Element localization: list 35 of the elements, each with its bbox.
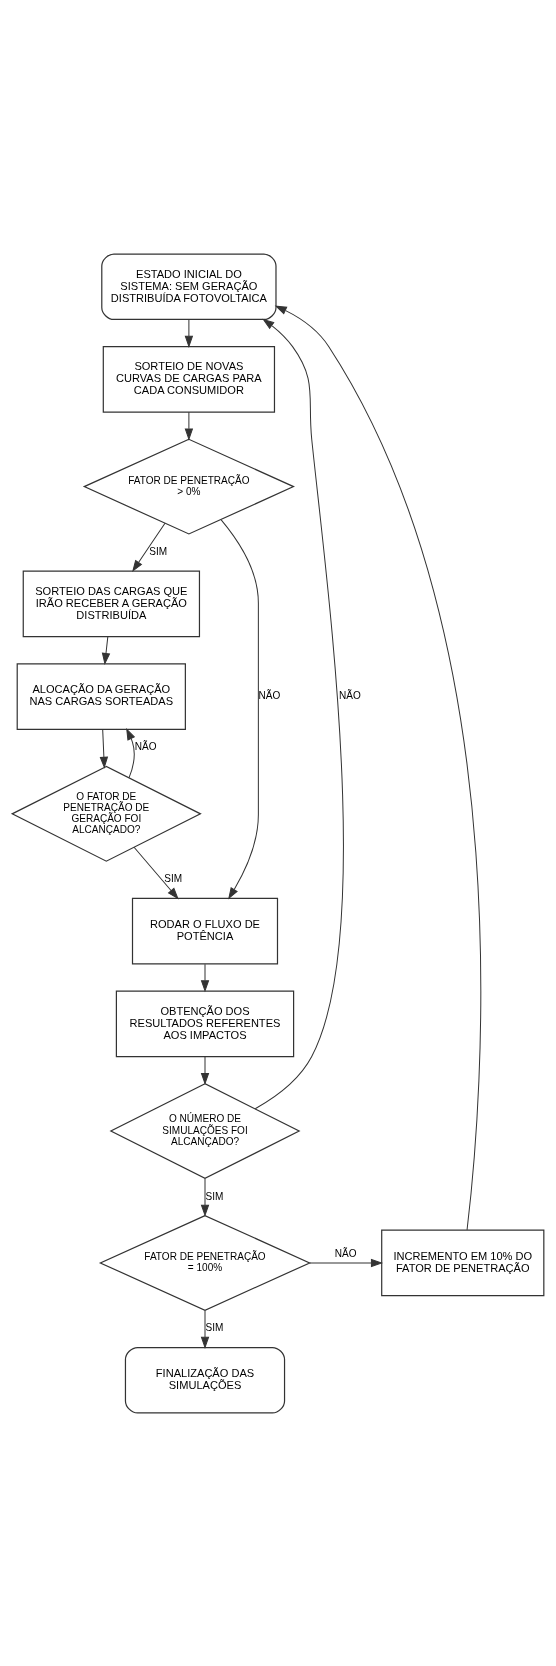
edge-label: SIM bbox=[149, 545, 168, 557]
edge-label: SIM bbox=[205, 1321, 224, 1333]
node-box: ALOCAÇÃO DA GERAÇÃO NAS CARGAS SORTEADAS bbox=[16, 662, 186, 730]
edge-label: NÃO bbox=[134, 740, 157, 752]
node-diamond: FATOR DE PENETRAÇÃO > 0% bbox=[82, 438, 295, 535]
node-diamond: O FATOR DE PENETRAÇÃO DE GERAÇÃO FOI ALCANÇADO? bbox=[10, 765, 202, 862]
arrow bbox=[200, 963, 210, 992]
node-box: FINALIZAÇÃO DAS SIMULAÇÕES bbox=[124, 1346, 286, 1414]
arrow bbox=[101, 635, 111, 665]
node-box: INCREMENTO EM 10% DO FATOR DE PENETRAÇÃO bbox=[381, 1229, 545, 1296]
edge-label: NÃO bbox=[334, 1247, 357, 1259]
node-box: SORTEIO DE NOVAS CURVAS DE CARGAS PARA CADA CONSUMIDOR bbox=[102, 345, 276, 413]
arrow bbox=[200, 1177, 210, 1217]
arrow bbox=[200, 1055, 210, 1085]
arrow bbox=[133, 846, 179, 900]
arrow bbox=[308, 1258, 384, 1267]
edge-label: SIM bbox=[164, 872, 183, 884]
node-box: ESTADO INICIAL DO SISTEMA: SEM GERAÇÃO DISTRIBUÍDA FOTOVOLTAICA bbox=[101, 252, 277, 320]
node-box: SORTEIO DAS CARGAS QUE IRÃO RECEBER A GERAÇÃO DISTRIBUÍDA bbox=[22, 570, 201, 637]
arrow bbox=[200, 1309, 210, 1349]
arrow bbox=[254, 318, 344, 1109]
arrow bbox=[184, 318, 194, 348]
arrow bbox=[126, 727, 136, 778]
node-box: RODAR O FLUXO DE POTÊNCIA bbox=[131, 897, 279, 964]
node-diamond: O NÚMERO DE SIMULAÇÕES FOI ALCANÇADO? bbox=[109, 1082, 301, 1179]
arrow bbox=[220, 518, 259, 899]
node-diamond: FATOR DE PENETRAÇÃO = 100% bbox=[98, 1214, 312, 1311]
arrow bbox=[184, 411, 194, 441]
edge-label: SIM bbox=[205, 1190, 224, 1202]
edge-label: NÃO bbox=[258, 689, 281, 701]
arrow bbox=[99, 728, 109, 769]
arrow bbox=[132, 522, 166, 572]
arrow bbox=[274, 305, 482, 1230]
edge-label: NÃO bbox=[339, 689, 361, 701]
node-box: OBTENÇÃO DOS RESULTADOS REFERENTES AOS IMPACTOS bbox=[115, 989, 295, 1057]
